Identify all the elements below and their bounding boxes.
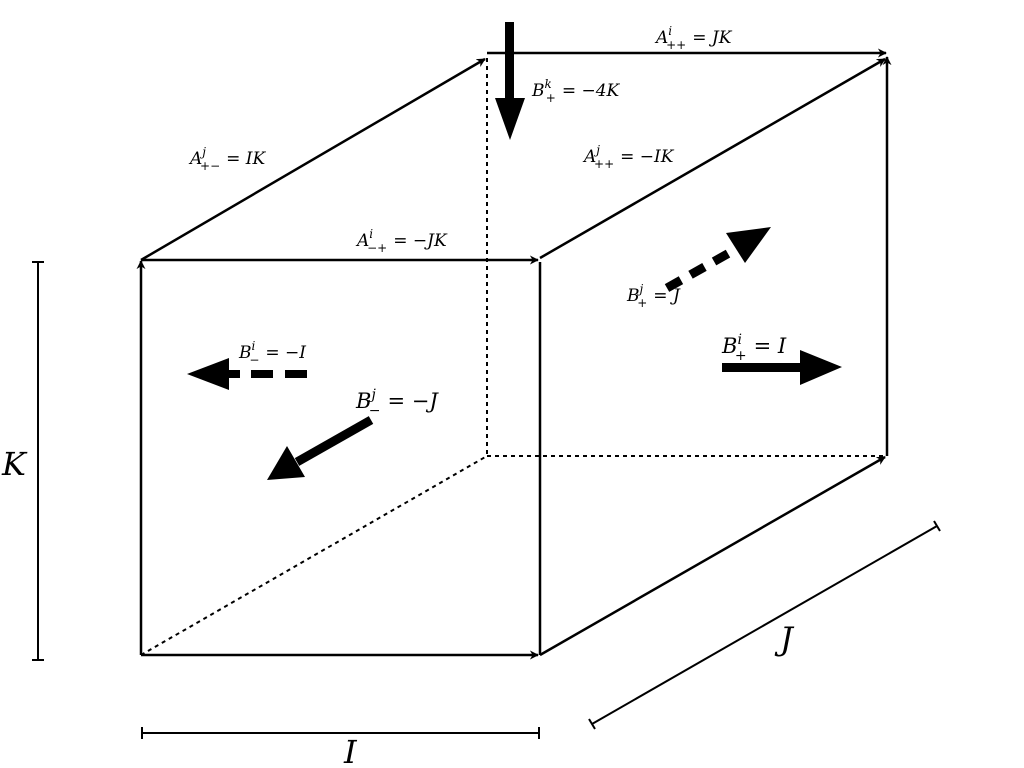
edge-bottom-right <box>539 455 886 657</box>
label-b-k-plus: Bk+= −4K <box>531 77 621 105</box>
field-arrows <box>187 22 842 480</box>
edge-labels: Ai++= JK Aj++= −IK Aj+−= IK Ai−+= −JK <box>188 24 733 255</box>
arrow-b-j-minus <box>267 416 374 480</box>
label-a-i-pp: Ai++= JK <box>654 24 733 52</box>
hidden-edges <box>140 58 887 656</box>
visible-edges <box>136 48 892 660</box>
dimension-label-i: I <box>343 733 358 768</box>
dimension-bar-j <box>591 525 938 725</box>
edge-top-left <box>140 57 486 262</box>
label-b-i-plus: Bi+= I <box>721 332 787 364</box>
label-b-j-minus: Bj−= −J <box>355 387 439 419</box>
dimension-bars <box>32 261 941 739</box>
dimension-bar-j-cap-low <box>588 718 596 730</box>
edge-top-right <box>539 57 886 260</box>
label-a-j-pm: Aj+−= IK <box>188 145 266 173</box>
arrow-b-i-plus <box>722 350 842 385</box>
dimension-label-j: J <box>774 620 795 658</box>
arrow-b-k-plus <box>495 22 525 140</box>
field-labels: Bk+= −4K Bj+= J Bi+= I Bi−= −I Bj−= −J <box>238 77 787 419</box>
label-a-j-pp: Aj++= −IK <box>582 143 675 171</box>
label-b-j-plus: Bj+= J <box>626 282 681 310</box>
dimension-labels: K I J <box>1 445 795 768</box>
dimension-label-k: K <box>1 445 28 483</box>
arrow-b-j-plus <box>664 227 771 292</box>
label-a-i-mp: Ai−+= −JK <box>355 227 448 255</box>
hidden-edge-diagonal <box>140 455 488 656</box>
dimension-bar-j-cap-high <box>933 520 941 532</box>
arrow-b-i-minus <box>187 358 307 390</box>
label-b-i-minus: Bi−= −I <box>238 339 306 367</box>
